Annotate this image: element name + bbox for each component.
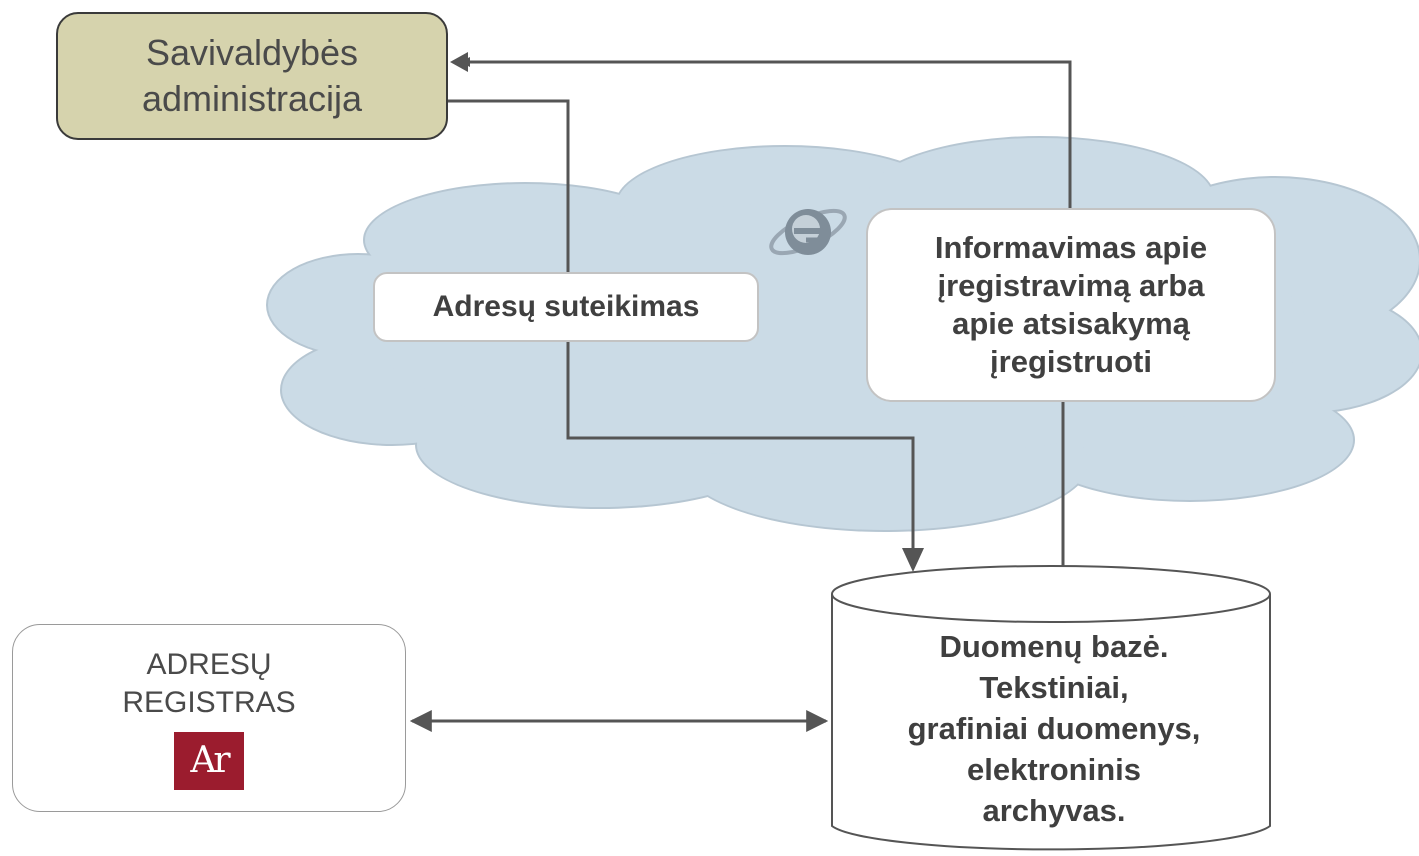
info-line-4: įregistruoti <box>990 344 1152 379</box>
registry-logo: Ar <box>174 732 244 790</box>
admin-line-1: Savivaldybės <box>145 32 359 73</box>
address-registry-box: ADRESŲ REGISTRAS Ar <box>12 624 406 812</box>
database-cylinder <box>831 565 1271 851</box>
info-line-3: apie atsisakymą <box>952 306 1190 341</box>
database-line-3: grafiniai duomenys, <box>907 710 1201 746</box>
database-line-1: Duomenų bazė. <box>939 628 1169 664</box>
info-connector <box>462 62 1072 568</box>
address-assignment-box: Adresų suteikimas <box>373 272 759 342</box>
registry-line-2: REGISTRAS <box>122 686 296 719</box>
database-line-5: archyvas. <box>982 792 1126 828</box>
database-label: Duomenų bazė. Tekstiniai, grafiniai duom… <box>838 620 1270 836</box>
registration-info-box: Informavimas apie įregistravimą arba api… <box>866 208 1276 402</box>
arrow-to-database <box>902 548 924 572</box>
municipal-administration-box: Savivaldybės administracija <box>56 12 448 140</box>
internet-explorer-icon <box>769 208 847 256</box>
registry-line-1: ADRESŲ <box>146 648 272 681</box>
address-assignment-label: Adresų suteikimas <box>432 290 700 323</box>
arrow-to-admin <box>450 52 468 72</box>
assignment-connector <box>448 99 918 562</box>
info-line-2: įregistravimą arba <box>937 268 1205 303</box>
database-line-2: Tekstiniai, <box>979 669 1129 705</box>
admin-line-2: administracija <box>141 78 363 119</box>
info-line-1: Informavimas apie <box>934 230 1208 265</box>
database-line-4: elektroninis <box>967 751 1141 787</box>
